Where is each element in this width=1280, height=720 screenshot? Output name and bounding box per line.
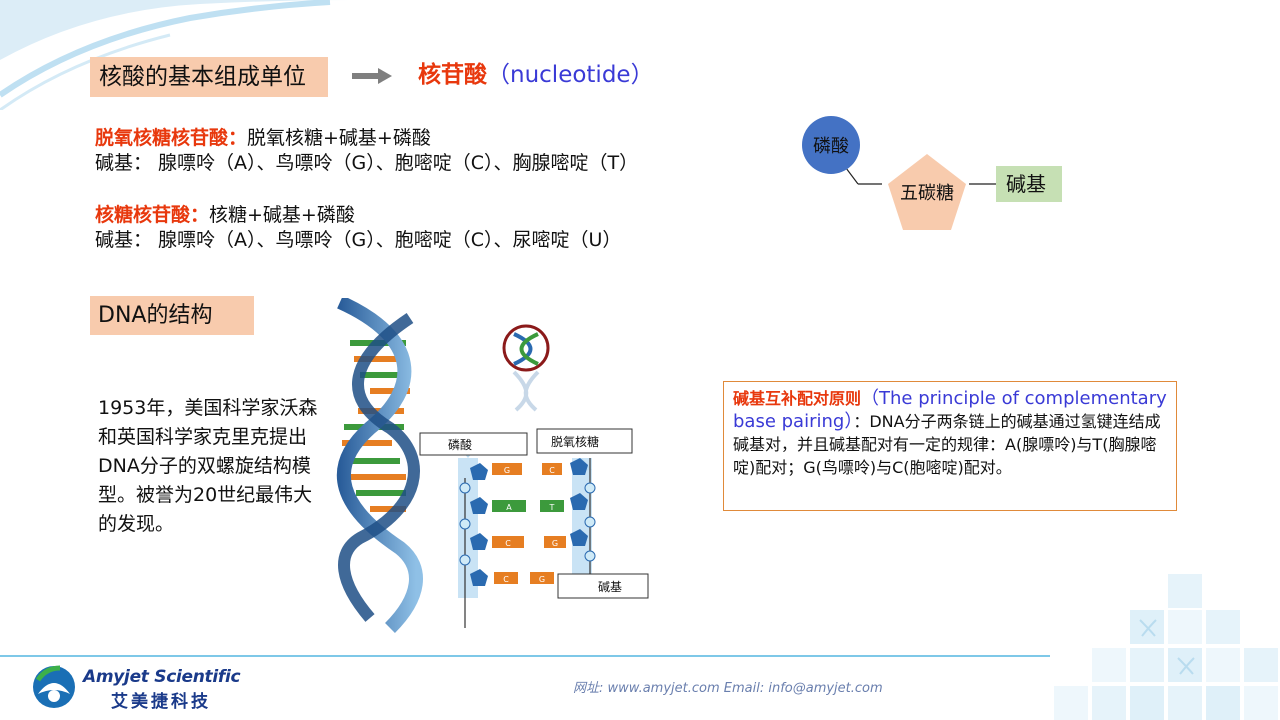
- phosphate-callout-label: 磷酸: [448, 437, 472, 452]
- dna-structure-title-box: DNA的结构: [90, 296, 254, 335]
- contact-info: 网址: www.amyjet.com Email: info@amyjet.co…: [573, 681, 883, 696]
- dna-tiles-decoration: [1054, 574, 1278, 720]
- ribo-formula-line: 核糖核苷酸：核糖+碱基+磷酸: [95, 203, 355, 228]
- phosphate-callout-box: [419, 432, 528, 456]
- deoxy-label: 脱氧核糖核苷酸：: [95, 127, 248, 149]
- right-arrow-icon: [352, 68, 392, 84]
- brand-name-cn: 艾美捷科技: [111, 692, 211, 712]
- base-letter-8: G: [539, 575, 545, 584]
- nucleotide-heading: 核苷酸（nucleotide）: [418, 58, 654, 92]
- deoxyribose-callout-box: [536, 428, 633, 454]
- base-letter-2: C: [549, 466, 555, 475]
- principle-title-en: （The principle of complementary base pai…: [733, 388, 1167, 432]
- base-label: 碱基: [1006, 172, 1046, 196]
- base-pair-row-2: A T: [470, 493, 588, 514]
- section-title: 核酸的基本组成单位: [99, 64, 306, 90]
- top-wave-decoration: [0, 0, 350, 110]
- base-callout-label: 碱基: [598, 580, 622, 594]
- principle-title-cn: 碱基互补配对原则: [733, 389, 862, 408]
- base-letter-7: C: [503, 575, 509, 584]
- deoxy-bases: 碱基： 腺嘌呤（A）、鸟嘌呤（G）、胞嘧啶（C）、胸腺嘧啶（T）: [95, 152, 639, 174]
- phosphate-circle: [802, 116, 860, 174]
- amyjet-logo-icon: [33, 665, 75, 708]
- phosphate-bond-line: [845, 167, 859, 185]
- ribo-formula: 核糖+碱基+磷酸: [209, 204, 355, 226]
- sugar-label: 五碳糖: [900, 183, 954, 204]
- ribo-bases: 碱基： 腺嘌呤（A）、鸟嘌呤（G）、胞嘧啶（C）、尿嘧啶（U）: [95, 229, 622, 251]
- dna-history-text: 1953年，美国科学家沃森和英国科学家克里克提出DNA分子的双螺旋结构模型。被誉…: [98, 397, 318, 535]
- base-pair-row-3: C G: [470, 529, 588, 550]
- base-pair-row-4: C G: [470, 569, 554, 586]
- deoxy-formula: 脱氧核糖+碱基+磷酸: [247, 127, 431, 149]
- base-box: [996, 166, 1062, 202]
- section-title-box: 核酸的基本组成单位: [90, 57, 328, 97]
- base-pairing-principle-box: 碱基互补配对原则（The principle of complementary …: [723, 381, 1177, 511]
- base-letter-1: G: [504, 466, 510, 475]
- footer-divider: [0, 655, 1050, 657]
- right-backbone: [572, 458, 592, 598]
- helix-strand-2: [338, 313, 420, 622]
- brand-name: Amyjet Scientific 艾美捷科技: [83, 667, 241, 712]
- base-callout-box: [557, 573, 649, 599]
- nucleotide-en: （nucleotide）: [487, 62, 654, 88]
- base-letter-6: G: [552, 539, 558, 548]
- phosphate-label: 磷酸: [813, 136, 849, 157]
- principle-body: ：DNA分子两条链上的碱基通过氢键连结成碱基对，并且碱基配对有一定的规律：A(腺…: [733, 412, 1161, 477]
- ribo-label: 核糖核苷酸：: [95, 204, 210, 226]
- nucleotide-structure-diagram: 磷酸 五碳糖 碱基: [802, 116, 1062, 230]
- base-letter-4: T: [549, 503, 555, 512]
- nucleotide-cn: 核苷酸: [418, 62, 487, 88]
- base-letter-5: C: [505, 539, 511, 548]
- base-letter-3: A: [506, 503, 512, 512]
- base-pair-row-1: G C: [470, 458, 588, 480]
- helix-strand-1: [337, 298, 423, 633]
- magnifier-icon: [502, 324, 550, 372]
- dna-double-helix-illustration: G C A T C G C G 磷酸 脱氧核糖 碱基: [337, 298, 649, 633]
- deoxy-formula-line: 脱氧核糖核苷酸：脱氧核糖+碱基+磷酸: [95, 126, 431, 151]
- sugar-pentagon: [888, 154, 966, 230]
- dna-structure-title: DNA的结构: [98, 303, 213, 328]
- deoxyribose-callout-label: 脱氧核糖: [551, 434, 599, 449]
- brand-name-en: Amyjet Scientific: [83, 667, 241, 687]
